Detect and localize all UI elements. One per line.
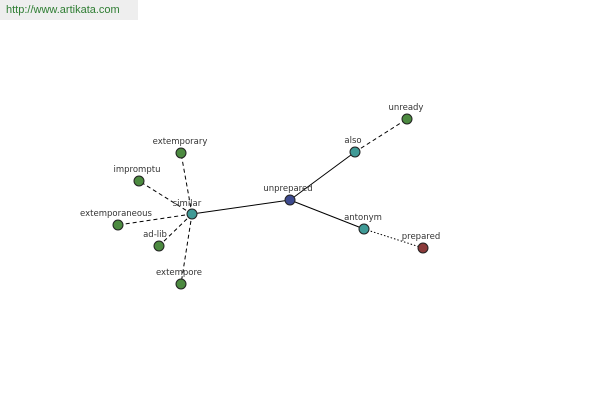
node-label-ad-lib[interactable]: ad-lib [143, 230, 167, 240]
node-label-unprepared[interactable]: unprepared [263, 184, 312, 194]
edge-similar-ad-lib [158, 213, 193, 247]
edge-unprepared-also [289, 151, 356, 201]
edge-similar-extempore [180, 213, 193, 285]
node-label-antonym[interactable]: antonym [344, 213, 382, 223]
node-extempore[interactable] [175, 278, 187, 290]
node-label-also[interactable]: also [344, 136, 361, 146]
node-extemporary[interactable] [175, 147, 187, 159]
site-url-link[interactable]: http://www.artikata.com [0, 0, 138, 20]
node-label-unready[interactable]: unready [389, 103, 424, 113]
node-impromptu[interactable] [133, 175, 145, 187]
edge-similar-impromptu [138, 180, 193, 215]
edge-unprepared-similar [191, 199, 291, 215]
edge-similar-extemporary [180, 152, 193, 215]
node-antonym[interactable] [358, 223, 370, 235]
edge-unprepared-antonym [289, 199, 365, 230]
node-label-prepared[interactable]: prepared [402, 232, 440, 242]
node-unprepared[interactable] [284, 194, 296, 206]
edge-similar-extemporaneous [117, 213, 193, 226]
labels-layer: unprepared similar also antonym unready prepa… [80, 103, 440, 278]
node-extemporaneous[interactable] [112, 219, 124, 231]
node-unready[interactable] [401, 113, 413, 125]
node-label-extemporaneous[interactable]: extemporaneous [80, 209, 152, 219]
node-similar[interactable] [186, 208, 198, 220]
node-label-similar[interactable]: similar [173, 199, 202, 209]
node-label-impromptu[interactable]: impromptu [114, 165, 161, 175]
edges-layer [117, 118, 424, 285]
edge-also-unready [354, 118, 408, 153]
node-also[interactable] [349, 146, 361, 158]
node-ad-lib[interactable] [153, 240, 165, 252]
node-label-extempore[interactable]: extempore [156, 268, 202, 278]
node-label-extemporary[interactable]: extemporary [153, 137, 208, 147]
nodes-layer [112, 113, 429, 290]
node-prepared[interactable] [417, 242, 429, 254]
